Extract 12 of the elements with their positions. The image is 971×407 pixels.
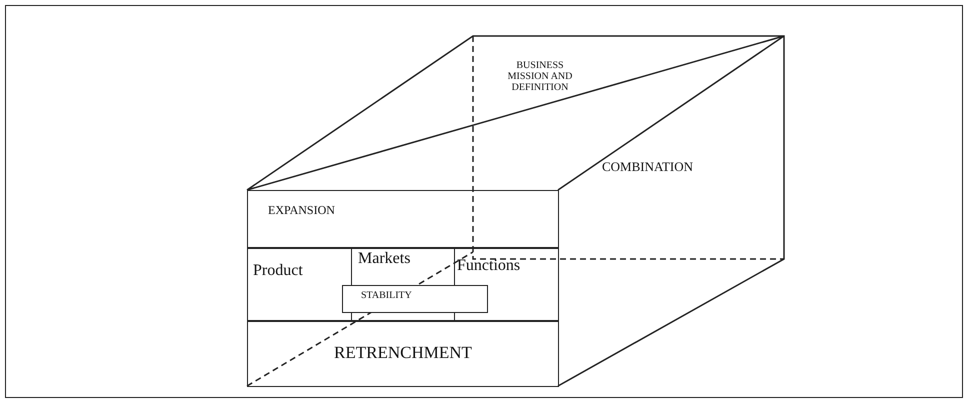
strategy-band — [247, 247, 559, 322]
strategy-label: BUSINESS MISSION AND DEFINITION — [506, 60, 574, 93]
strategy-label: EXPANSION — [268, 204, 335, 218]
strategy-label: COMBINATION — [602, 160, 693, 174]
strategy-band — [247, 320, 559, 387]
strategy-label: STABILITY — [361, 290, 412, 301]
strategy-label: Product — [253, 262, 303, 280]
strategy-box — [342, 285, 488, 313]
strategy-label: Markets — [358, 250, 410, 268]
strategy-label: Functions — [457, 256, 520, 274]
strategy-label: RETRENCHMENT — [334, 344, 472, 363]
strategy-band — [247, 190, 559, 249]
